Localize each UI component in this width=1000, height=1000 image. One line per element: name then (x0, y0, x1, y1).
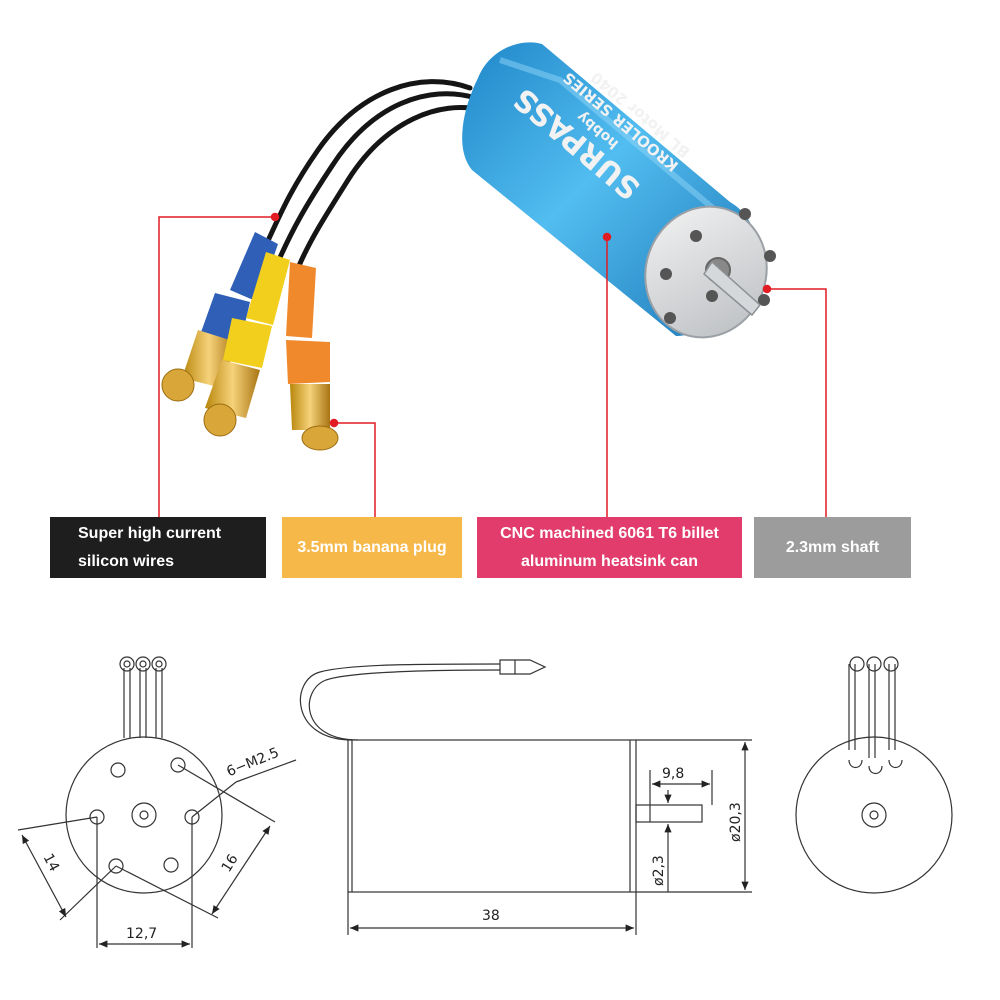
silicon-wires (263, 79, 485, 271)
dim-16: 16 (219, 852, 242, 876)
leader-lines (158, 212, 827, 517)
callout-heatsink-can: CNC machined 6061 T6 billet aluminum hea… (477, 517, 742, 578)
motor-photo: SURPASS hobby KROOLER SERIES BL Motor 20… (161, 42, 776, 451)
front-view-drawing (17, 656, 297, 948)
dim-dia-2-3: ø2,3 (651, 855, 667, 886)
leader-plug (334, 422, 376, 517)
callout-wires-line1: Super high current (78, 524, 222, 542)
callout-silicon-wires: Super high current silicon wires (50, 517, 266, 578)
callout-plug-label: 3.5mm banana plug (297, 538, 447, 556)
callout-wires-line2: silicon wires (78, 552, 175, 570)
rear-view-drawing (795, 656, 953, 894)
banana-plug-orange (286, 262, 339, 451)
dim-9-8: 9,8 (662, 766, 684, 782)
leader-wires (158, 216, 275, 517)
callout-shaft: 2.3mm shaft (754, 517, 911, 578)
callout-shaft-label: 2.3mm shaft (785, 538, 880, 556)
banana-plug-yellow (203, 252, 290, 437)
motor-shaft (703, 260, 762, 317)
side-view-drawing (299, 659, 752, 935)
leader-shaft (767, 288, 827, 517)
dim-thread-spec: 6−M2.5 (224, 745, 281, 780)
callout-can-line2: aluminum heatsink can (521, 552, 698, 570)
dim-38: 38 (482, 908, 500, 924)
dim-14: 14 (40, 851, 63, 874)
dim-dia-20-3: ø20,3 (728, 802, 744, 842)
callout-can-line1: CNC machined 6061 T6 billet (500, 524, 719, 542)
callout-banana-plug: 3.5mm banana plug (282, 517, 462, 578)
dim-12-7: 12,7 (126, 926, 157, 942)
